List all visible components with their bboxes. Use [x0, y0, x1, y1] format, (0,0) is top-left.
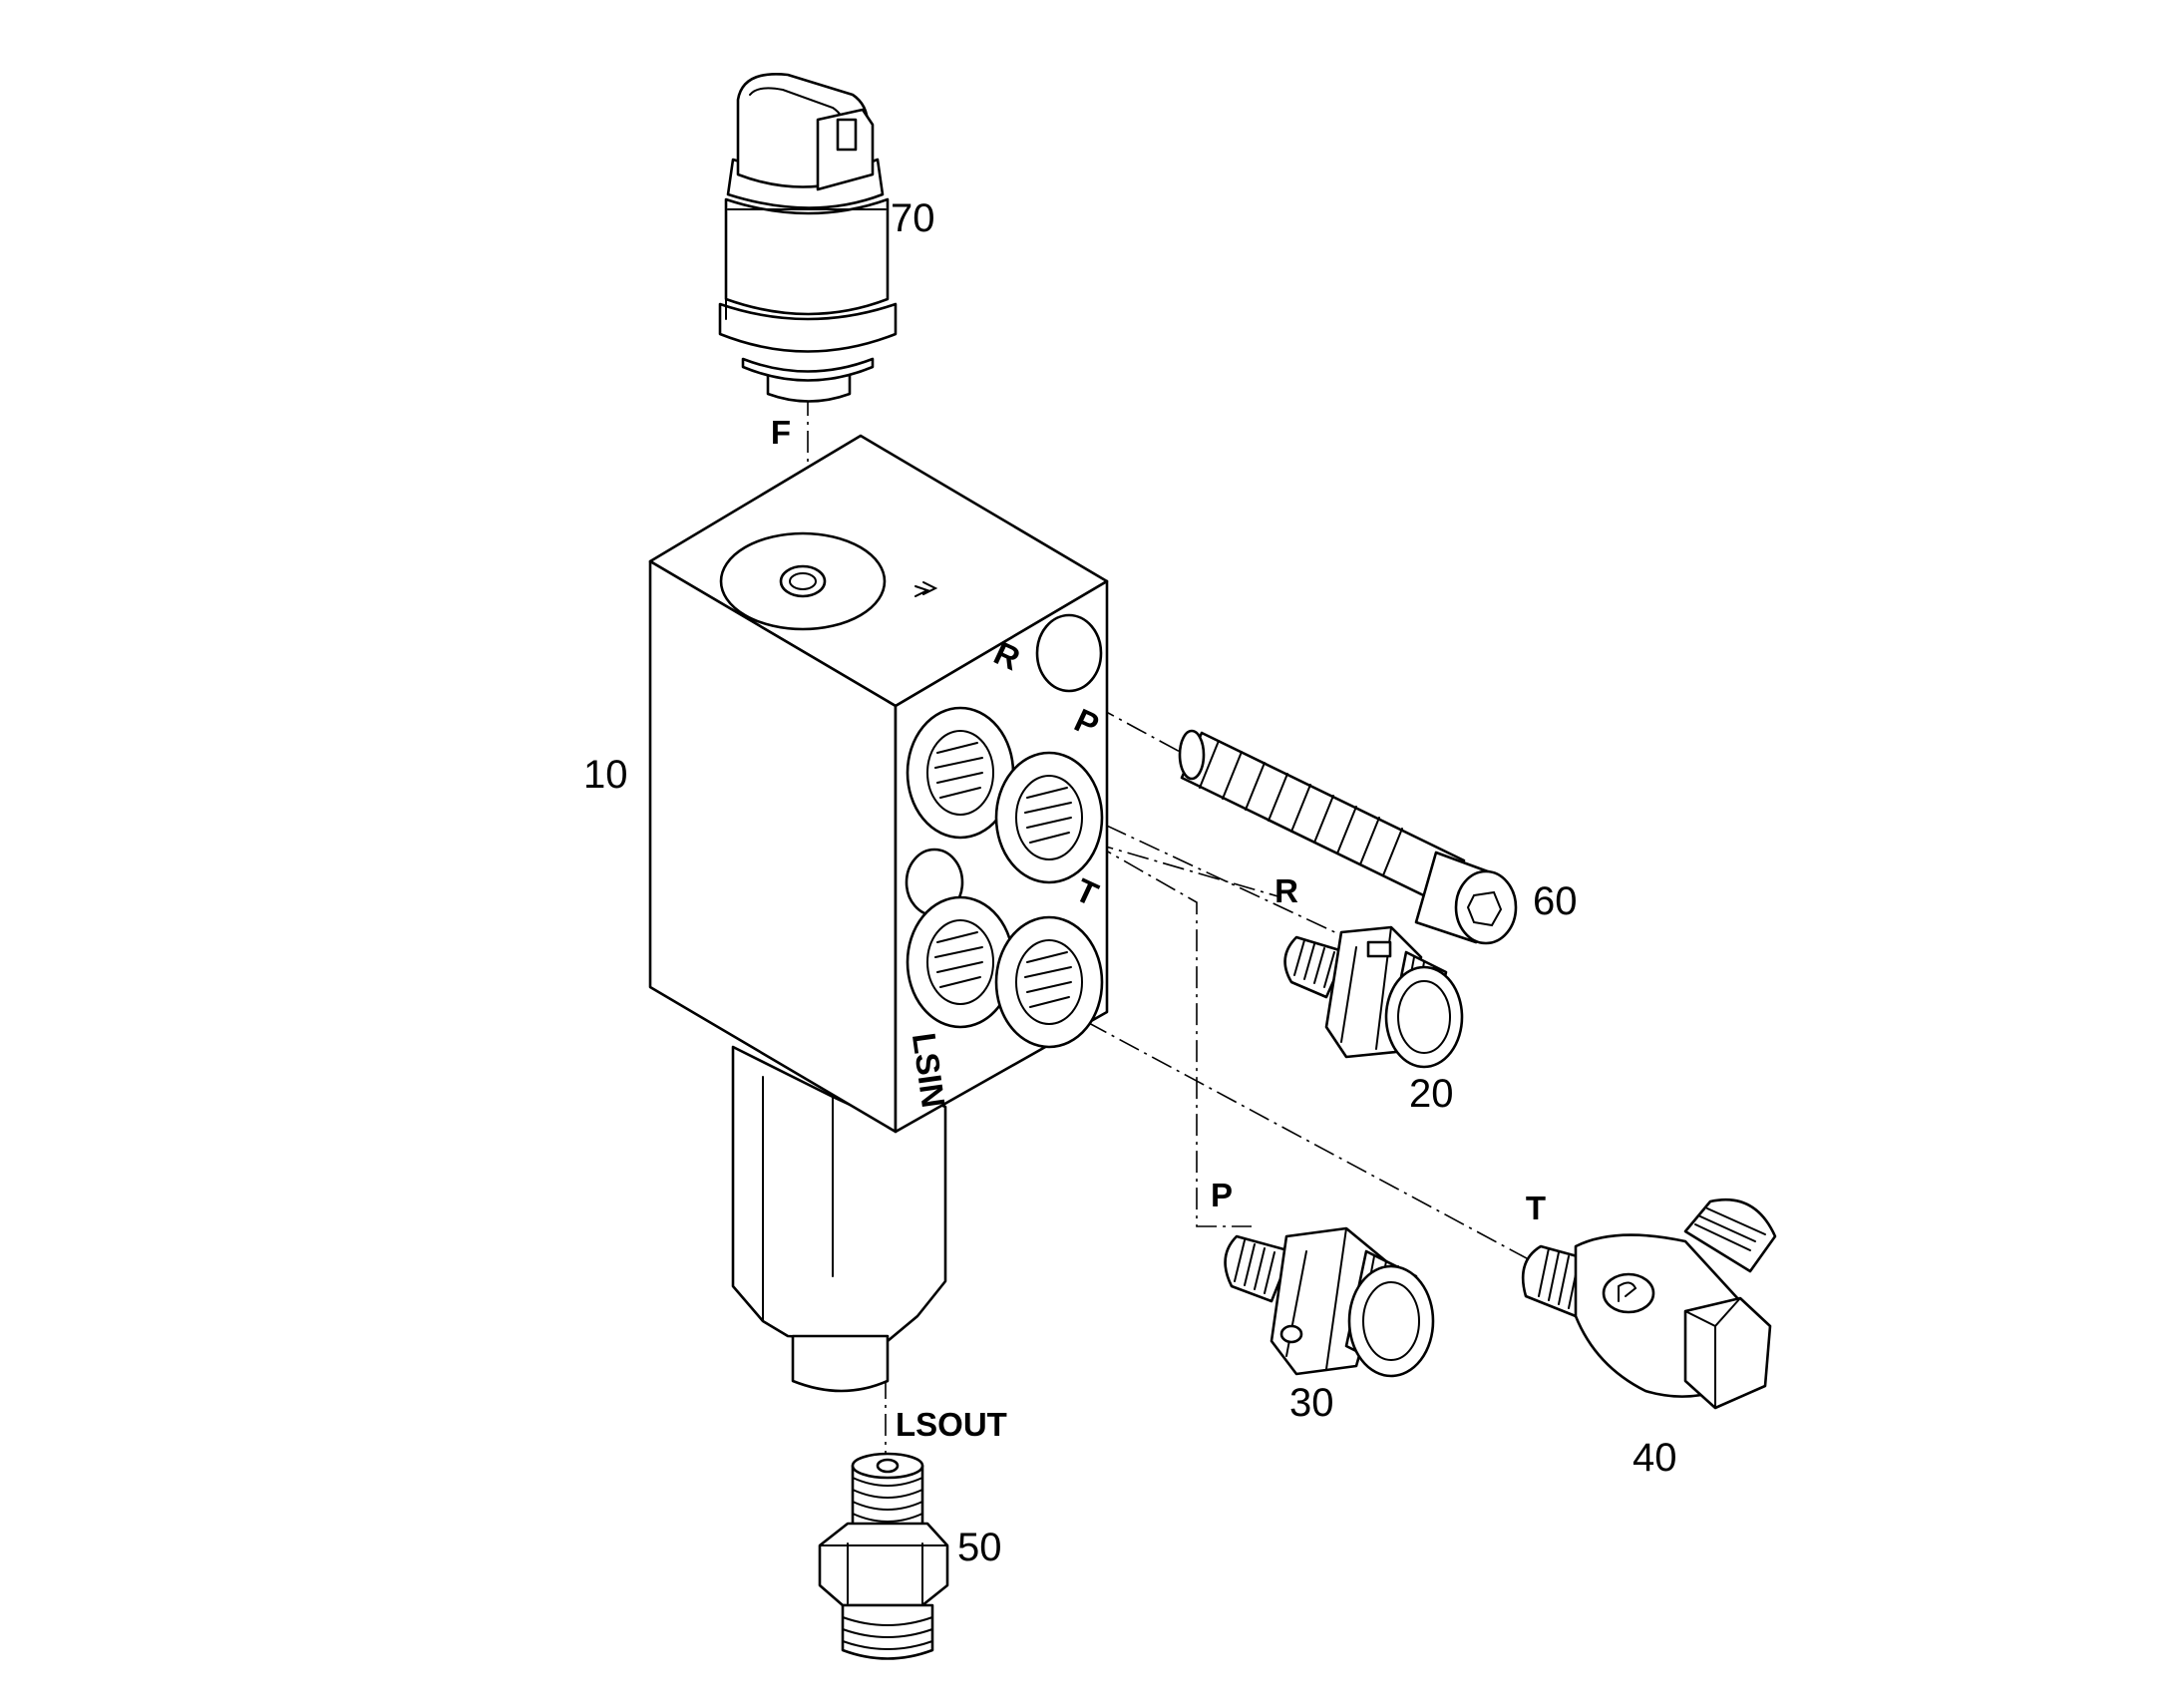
callout-50: 50 [957, 1526, 1002, 1569]
callout-70: 70 [891, 196, 935, 240]
callout-30: 30 [1289, 1381, 1334, 1425]
pressure-sensor-70 [718, 73, 898, 403]
fitting-20 [1283, 925, 1464, 1069]
port-label-t-fitting: T [1526, 1190, 1546, 1226]
screw-60 [1178, 729, 1518, 945]
callout-10: 10 [583, 753, 628, 797]
fitting-30 [1224, 1226, 1435, 1378]
fitting-50 [818, 1452, 949, 1660]
port-label-p-fitting: P [1211, 1177, 1233, 1213]
callout-60: 60 [1533, 879, 1578, 923]
valve-block-10 [648, 434, 1109, 1393]
port-label-f: F [771, 414, 791, 451]
port-label-lsout: LSOUT [896, 1406, 1007, 1443]
callout-20: 20 [1409, 1072, 1454, 1116]
callout-40: 40 [1633, 1436, 1677, 1480]
fitting-40 [1521, 1197, 1777, 1410]
port-label-r-fitting: R [1274, 872, 1298, 909]
